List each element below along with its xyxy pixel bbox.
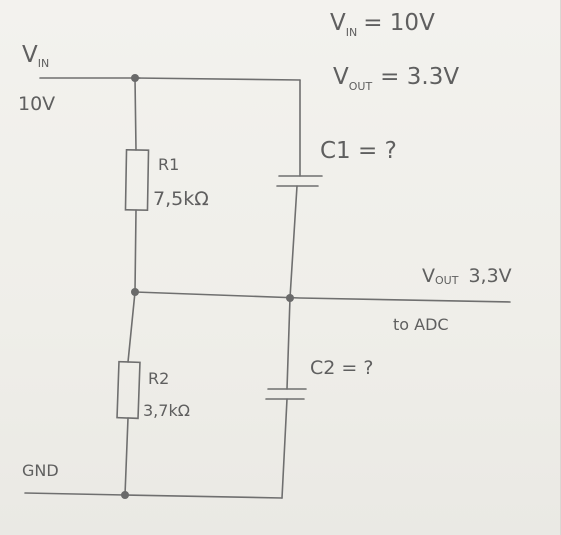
r2-name-label: R2: [148, 369, 169, 388]
r2-bottom-wire: [124, 417, 129, 496]
c1-capacitor-symbol: [276, 175, 323, 187]
gnd-rail-wire: [24, 492, 283, 499]
mid-rail-wire: [134, 291, 511, 303]
r1-resistor-symbol: [124, 148, 150, 212]
c1-label: C1 = ?: [320, 138, 397, 164]
mid-left-node-dot: [131, 288, 139, 296]
r1-top-wire: [134, 77, 137, 151]
r2-value-label: 3,7kΩ: [143, 401, 190, 420]
vin-left-label: VIN: [22, 42, 49, 70]
mid-right-node-dot: [286, 294, 294, 302]
r2-top-wire: [127, 291, 136, 363]
spec-vin-label: VIN= 10V: [330, 10, 435, 39]
gnd-label: GND: [22, 461, 59, 480]
c2-top-wire: [286, 297, 291, 390]
c2-bottom-wire: [281, 398, 288, 499]
r2-resistor-symbol: [116, 360, 141, 420]
top-rail-wire: [134, 77, 301, 81]
c2-capacitor-symbol: [265, 388, 307, 400]
r1-bottom-wire: [134, 209, 137, 293]
c2-label: C2 = ?: [310, 357, 373, 379]
spec-vout-label: VOUT= 3.3V: [333, 64, 459, 93]
vin-value-label: 10V: [18, 93, 55, 115]
c1-right-bottom-wire: [289, 185, 298, 299]
r1-value-label: 7,5kΩ: [153, 188, 209, 210]
r1-name-label: R1: [158, 155, 179, 174]
to-adc-label: to ADC: [393, 315, 449, 334]
top-node-dot: [131, 74, 139, 82]
gnd-node-dot: [121, 491, 129, 499]
